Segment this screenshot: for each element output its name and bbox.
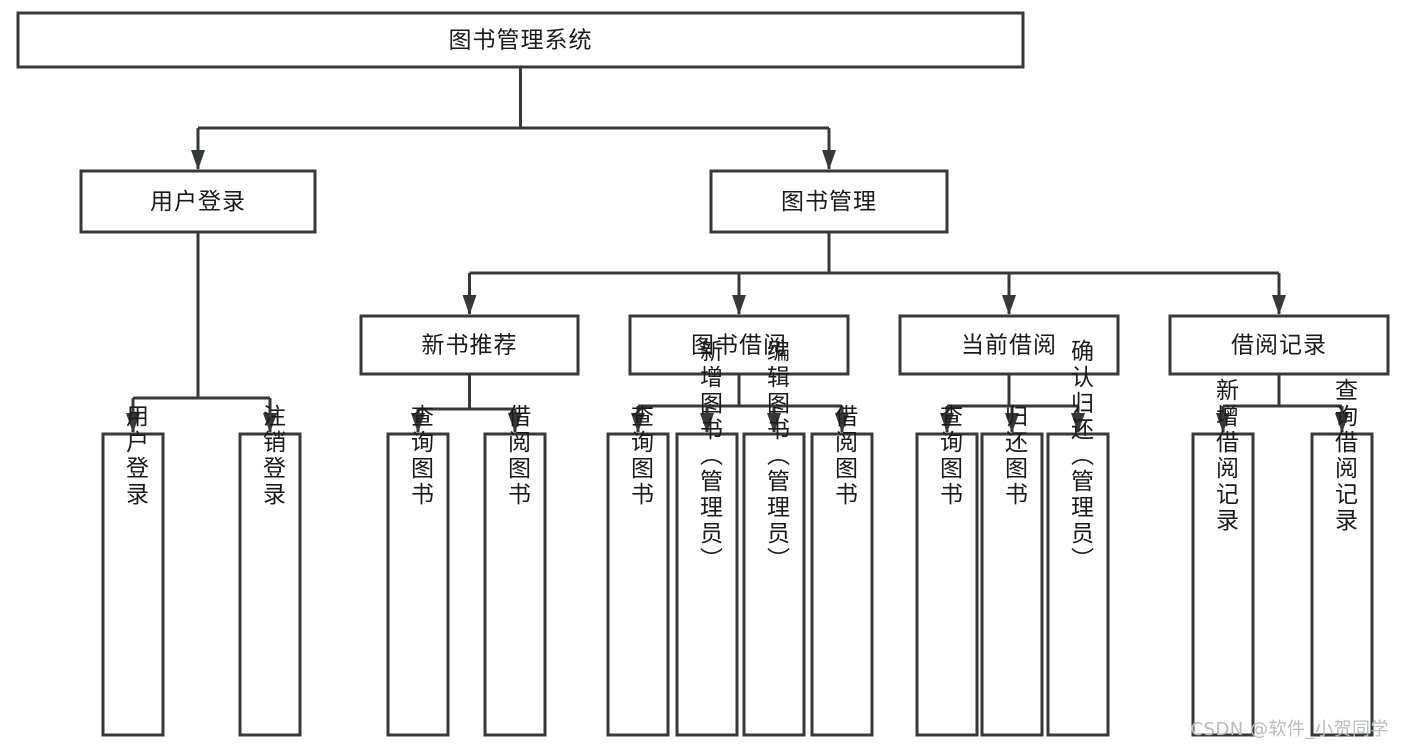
arrow-head-icon [700, 413, 714, 433]
node-box[interactable] [238, 432, 302, 737]
node-box[interactable] [742, 432, 806, 737]
node-book-borrow[interactable]: 图书借阅 [628, 314, 850, 376]
arrow-head-icon [126, 413, 140, 433]
arrow-head-icon [732, 295, 746, 315]
node-label: 借阅图书 [504, 404, 532, 508]
node-leaf-query-book-borrow[interactable]: 查询图书 [606, 404, 670, 737]
node-box[interactable] [16, 11, 1025, 69]
arrow-head-icon [411, 413, 425, 433]
node-box[interactable] [898, 314, 1120, 376]
node-box[interactable] [675, 432, 739, 737]
node-label: 编辑图书（管理员） [763, 339, 791, 573]
node-label: 用户登录 [150, 189, 246, 215]
boxes-layer: 图书管理系统用户登录图书管理新书推荐图书借阅当前借阅借阅记录用户登录注销登录查询… [16, 11, 1390, 737]
node-user-login[interactable]: 用户登录 [79, 169, 317, 234]
node-label: 查询借阅记录 [1331, 378, 1359, 534]
node-leaf-add-record[interactable]: 新增借阅记录 [1191, 378, 1255, 737]
arrow-head-icon [263, 413, 277, 433]
node-leaf-add-book[interactable]: 新增图书（管理员） [675, 339, 739, 737]
node-leaf-return-book[interactable]: 归还图书 [980, 404, 1044, 737]
node-box[interactable] [1046, 432, 1110, 737]
node-label: 图书管理 [781, 189, 877, 215]
arrow-head-icon [191, 150, 205, 170]
node-label: 查询图书 [407, 404, 435, 508]
node-label: 查询图书 [936, 404, 964, 508]
node-label: 用户登录 [122, 404, 150, 508]
node-label: 归还图书 [1001, 404, 1029, 508]
node-book-manage[interactable]: 图书管理 [709, 169, 949, 234]
arrow-head-icon [940, 413, 954, 433]
watermark: CSDN @软件_小贺同学 [1190, 719, 1389, 740]
node-box[interactable] [359, 314, 580, 376]
node-label: 借阅图书 [831, 404, 859, 508]
node-box[interactable] [79, 169, 317, 234]
node-borrow-record[interactable]: 借阅记录 [1168, 314, 1390, 376]
node-leaf-borrow-book-rec[interactable]: 借阅图书 [483, 404, 547, 737]
node-label: 确认归还（管理员） [1067, 339, 1095, 573]
node-current-borrow[interactable]: 当前借阅 [898, 314, 1120, 376]
node-box[interactable] [101, 432, 165, 737]
node-root-图书管理系统[interactable]: 图书管理系统 [16, 11, 1025, 69]
node-box[interactable] [483, 432, 547, 737]
node-label: 新增借阅记录 [1212, 378, 1240, 534]
node-leaf-logout[interactable]: 注销登录 [238, 404, 302, 737]
node-leaf-edit-book[interactable]: 编辑图书（管理员） [742, 339, 806, 737]
node-box[interactable] [386, 432, 450, 737]
node-box[interactable] [1310, 432, 1374, 737]
node-box[interactable] [980, 432, 1044, 737]
arrow-head-icon [508, 413, 522, 433]
connectors-layer [126, 67, 1349, 433]
arrow-head-icon [822, 150, 836, 170]
arrow-head-icon [1216, 413, 1230, 433]
node-box[interactable] [915, 432, 979, 737]
node-box[interactable] [709, 169, 949, 234]
arrow-head-icon [1071, 413, 1085, 433]
node-box[interactable] [1191, 432, 1255, 737]
node-leaf-query-book-cur[interactable]: 查询图书 [915, 404, 979, 737]
arrow-head-icon [631, 413, 645, 433]
arrow-head-icon [462, 295, 477, 315]
node-label: 查询图书 [627, 404, 655, 508]
node-label: 新书推荐 [422, 333, 518, 359]
node-label: 当前借阅 [961, 333, 1057, 359]
arrow-head-icon [767, 413, 781, 433]
node-leaf-confirm-return[interactable]: 确认归还（管理员） [1046, 339, 1110, 737]
arrow-head-icon [1005, 413, 1019, 433]
arrow-head-icon [1335, 413, 1349, 433]
node-label: 借阅记录 [1231, 333, 1327, 359]
node-box[interactable] [1168, 314, 1390, 376]
arrow-head-icon [1002, 295, 1016, 315]
node-leaf-query-book-rec[interactable]: 查询图书 [386, 404, 450, 737]
node-box[interactable] [628, 314, 850, 376]
node-label: 新增图书（管理员） [696, 339, 724, 573]
node-label: 注销登录 [259, 404, 287, 508]
node-leaf-user-login[interactable]: 用户登录 [101, 404, 165, 737]
node-new-book-rec[interactable]: 新书推荐 [359, 314, 580, 376]
node-leaf-query-record[interactable]: 查询借阅记录 [1310, 378, 1374, 737]
arrow-head-icon [835, 413, 849, 433]
node-box[interactable] [810, 432, 874, 737]
node-label: 图书借阅 [691, 333, 787, 359]
node-leaf-borrow-book[interactable]: 借阅图书 [810, 404, 874, 737]
node-label: 图书管理系统 [449, 28, 593, 54]
arrow-head-icon [1272, 295, 1286, 315]
node-box[interactable] [606, 432, 670, 737]
